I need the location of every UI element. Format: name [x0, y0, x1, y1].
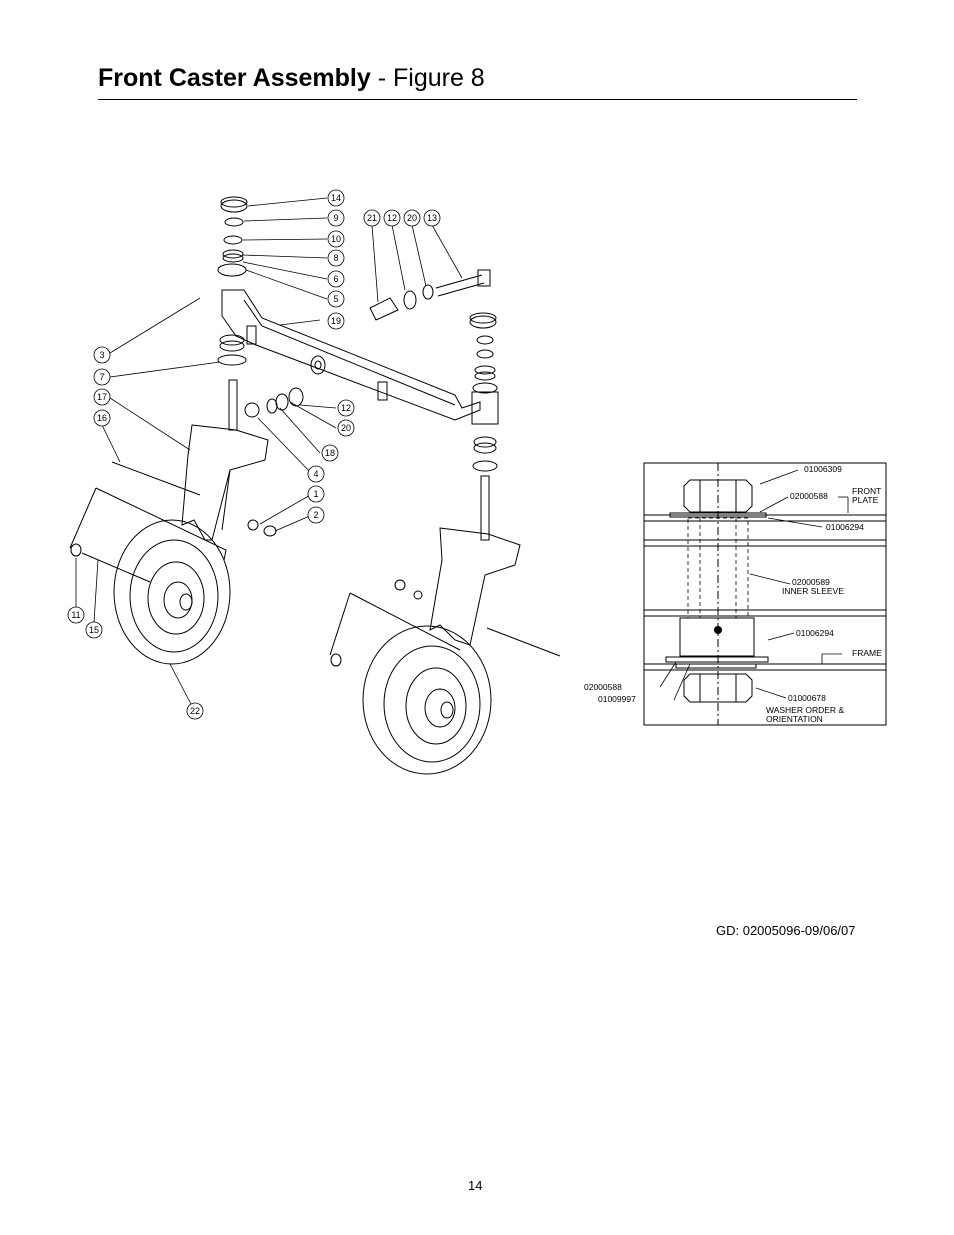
- callout-14: 14: [331, 193, 341, 203]
- callout-13: 13: [427, 213, 437, 223]
- title-bold: Front Caster Assembly: [98, 64, 371, 92]
- callout-12: 12: [341, 403, 351, 413]
- title-rule: [98, 99, 857, 100]
- page-title: Front Caster Assembly - Figure 8: [98, 64, 485, 93]
- callout-2: 2: [313, 510, 318, 520]
- detail-label-02000588-top: 02000588: [790, 491, 828, 501]
- detail-label-01006294-top: 01006294: [826, 522, 864, 532]
- detail-label-01000678: 01000678: [788, 693, 826, 703]
- callout-17: 17: [97, 392, 107, 402]
- callout-11: 11: [71, 610, 80, 620]
- detail-label-front: FRONT: [852, 486, 881, 496]
- callout-18: 18: [325, 448, 335, 458]
- detail-label-02000588-bottom: 02000588: [584, 682, 622, 692]
- detail-label-01009997: 01009997: [598, 694, 636, 704]
- drawing-code: GD: 02005096-09/06/07: [716, 923, 856, 938]
- callout-4: 4: [313, 469, 318, 479]
- detail-label-02000589: 02000589: [792, 577, 830, 587]
- callout-20: 20: [341, 423, 351, 433]
- callout-12-top: 12: [387, 213, 397, 223]
- callout-8: 8: [333, 253, 338, 263]
- detail-label-01006294-bottom: 01006294: [796, 628, 834, 638]
- detail-label-inner-sleeve: INNER SLEEVE: [782, 586, 844, 596]
- callout-16: 16: [97, 413, 107, 423]
- title-suffix: - Figure 8: [370, 64, 485, 92]
- callout-1: 1: [313, 489, 318, 499]
- callout-10: 10: [331, 234, 341, 244]
- callout-9: 9: [333, 213, 338, 223]
- callout-20-top: 20: [407, 213, 417, 223]
- callout-19: 19: [331, 316, 341, 326]
- callout-7: 7: [99, 372, 104, 382]
- detail-label-01006309: 01006309: [804, 464, 842, 474]
- page-number: 14: [468, 1178, 483, 1193]
- detail-label-washer-order: WASHER ORDER &: [766, 705, 844, 715]
- callout-3: 3: [99, 350, 104, 360]
- detail-label-orientation: ORIENTATION: [766, 714, 823, 724]
- detail-label-frame: FRAME: [852, 648, 882, 658]
- callout-15: 15: [89, 625, 99, 635]
- callout-6: 6: [333, 274, 338, 284]
- callout-5: 5: [333, 294, 338, 304]
- callout-21: 21: [367, 213, 377, 223]
- callout-22: 22: [190, 706, 200, 716]
- detail-label-plate: PLATE: [852, 495, 879, 505]
